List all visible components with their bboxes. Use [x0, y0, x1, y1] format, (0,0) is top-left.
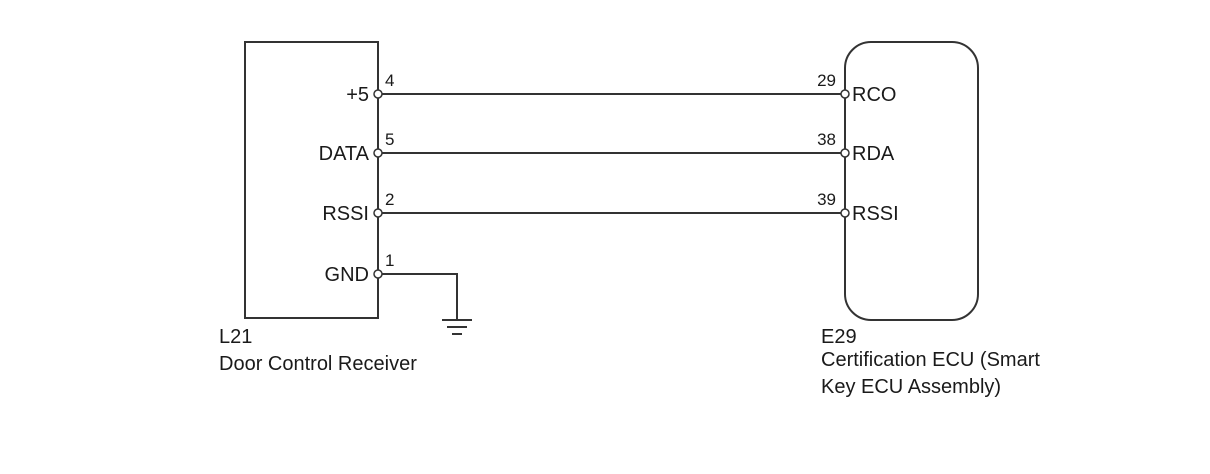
- e29-component-id: E29: [821, 326, 857, 348]
- l21-signal-label: GND: [325, 264, 369, 286]
- l21-component-id: L21: [219, 326, 252, 348]
- e29-pin-number: 38: [817, 130, 836, 149]
- wire-gnd: [382, 273, 458, 320]
- l21-pin-number: 1: [385, 251, 394, 270]
- l21-pin-number: 2: [385, 190, 394, 209]
- e29-pin-number: 39: [817, 190, 836, 209]
- certification-ecu-box: [844, 41, 979, 321]
- l21-component-name: Door Control Receiver: [219, 353, 417, 375]
- terminal-l21-pin-5: [373, 148, 383, 158]
- e29-component-name-line1: Certification ECU (Smart: [821, 349, 1040, 371]
- l21-signal-label: RSSI: [322, 203, 369, 225]
- terminal-l21-pin-4: [373, 89, 383, 99]
- l21-pin-number: 5: [385, 130, 394, 149]
- terminal-l21-pin-1: [373, 269, 383, 279]
- ground-symbol-icon: [442, 319, 472, 335]
- e29-signal-label: RDA: [852, 143, 895, 165]
- e29-pin-number: 29: [817, 71, 836, 90]
- door-control-receiver-box: [244, 41, 379, 319]
- terminal-e29-pin-29: [840, 89, 850, 99]
- terminal-l21-pin-2: [373, 208, 383, 218]
- terminal-e29-pin-38: [840, 148, 850, 158]
- terminal-e29-pin-39: [840, 208, 850, 218]
- e29-component-name-line2: Key ECU Assembly): [821, 376, 1001, 398]
- l21-signal-label: DATA: [319, 143, 370, 165]
- e29-signal-label: RSSI: [852, 203, 899, 225]
- l21-pin-number: 4: [385, 71, 394, 90]
- l21-signal-label: +5: [346, 84, 369, 106]
- e29-signal-label: RCO: [852, 84, 896, 106]
